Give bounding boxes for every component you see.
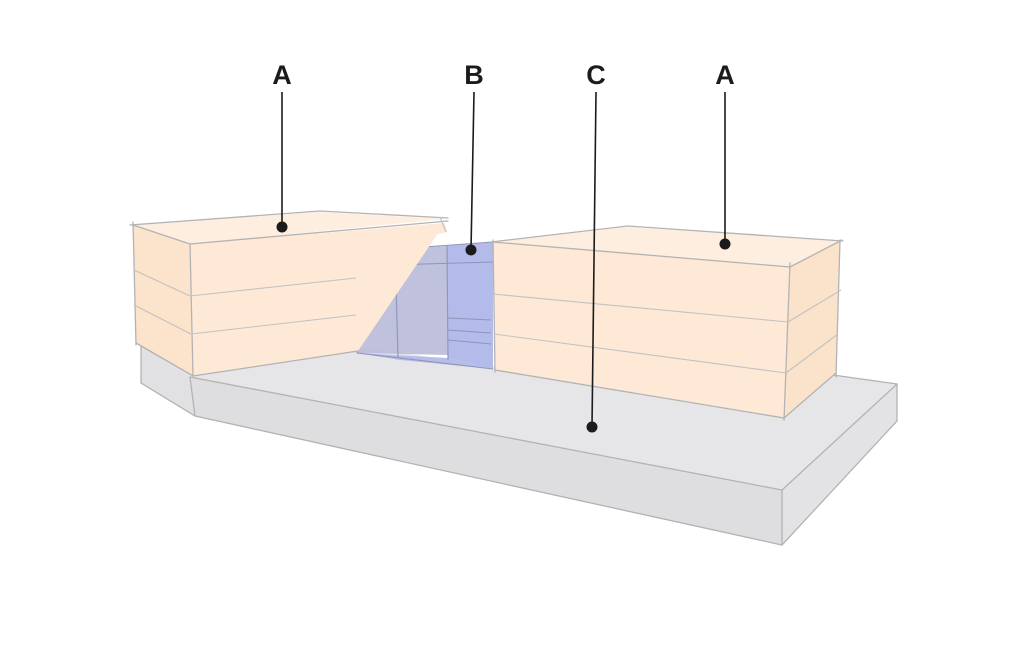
podium-left-face	[141, 346, 195, 416]
podium-right-face	[782, 384, 897, 545]
label-b: B	[464, 60, 484, 90]
label-a-left: A	[272, 60, 292, 90]
leader-b	[465, 91, 477, 256]
label-a-right: A	[715, 60, 735, 90]
marker-dot	[719, 238, 731, 250]
block-a-left-side-face	[133, 225, 193, 376]
leader-a-left	[276, 92, 288, 233]
podium-front-face	[190, 377, 782, 545]
connector-volume	[354, 241, 494, 370]
block-a-left-top-face	[133, 212, 445, 244]
marker-dot	[276, 221, 288, 233]
block-a-left	[129, 210, 449, 377]
leader-c	[586, 91, 598, 433]
marker-dot	[465, 244, 477, 256]
marker-dot	[586, 421, 598, 433]
connector-front-face	[447, 242, 493, 369]
podium-volume	[140, 345, 898, 546]
leader-a-right	[719, 92, 731, 250]
block-a-right	[490, 225, 844, 421]
label-c: C	[586, 60, 606, 90]
block-a-right-top-face	[493, 227, 840, 267]
podium-top-face	[141, 346, 897, 490]
block-a-right-front-face	[493, 242, 790, 418]
block-a-right-side-face	[784, 241, 840, 418]
